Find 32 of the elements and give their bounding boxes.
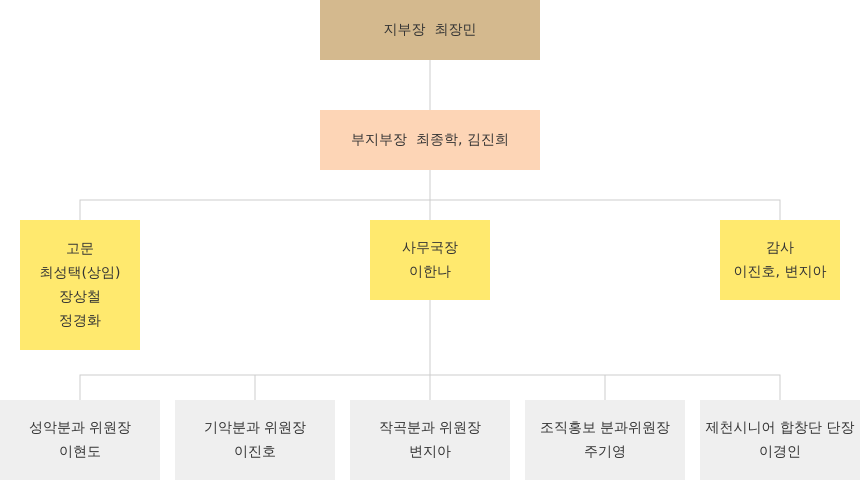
person-name: 최장민 bbox=[434, 21, 476, 40]
committee-box bbox=[0, 400, 160, 480]
position-title: 작곡분과 위원장 bbox=[378, 419, 482, 438]
position-box bbox=[20, 220, 140, 350]
person-name: 이한나 bbox=[409, 263, 451, 282]
person-name: 최종학, 김진희 bbox=[416, 131, 509, 150]
position-title: 제천시니어 합창단 단장 bbox=[706, 419, 854, 438]
deputy-position-box bbox=[320, 110, 540, 170]
position-box bbox=[370, 220, 490, 300]
position-title: 성악분과 위원장 bbox=[28, 419, 132, 438]
position-box bbox=[720, 220, 840, 300]
person-name: 변지아 bbox=[409, 443, 451, 462]
person-name: 최성택(상임) bbox=[40, 264, 120, 283]
position-title: 기악분과 위원장 bbox=[204, 419, 306, 438]
person-name: 이현도 bbox=[59, 443, 101, 462]
position-title: 조직홍보 분과위원장 bbox=[540, 419, 670, 438]
person-name: 장상철 bbox=[59, 288, 101, 307]
person-name: 정경화 bbox=[59, 312, 101, 331]
committee-box bbox=[700, 400, 860, 480]
committee-box bbox=[350, 400, 510, 480]
committee-box bbox=[525, 400, 685, 480]
person-name: 이경인 bbox=[759, 443, 801, 462]
position-title: 고문 bbox=[66, 240, 94, 259]
position-title: 사무국장 bbox=[402, 239, 458, 258]
person-name: 이진호 bbox=[234, 443, 276, 462]
person-name: 이진호, 변지아 bbox=[734, 263, 826, 282]
person-name: 주기영 bbox=[584, 443, 626, 462]
head-position-box bbox=[320, 0, 540, 60]
position-title: 지부장 bbox=[384, 21, 426, 40]
position-title: 부지부장 bbox=[351, 131, 408, 150]
committee-box bbox=[175, 400, 335, 480]
position-title: 감사 bbox=[766, 239, 794, 258]
